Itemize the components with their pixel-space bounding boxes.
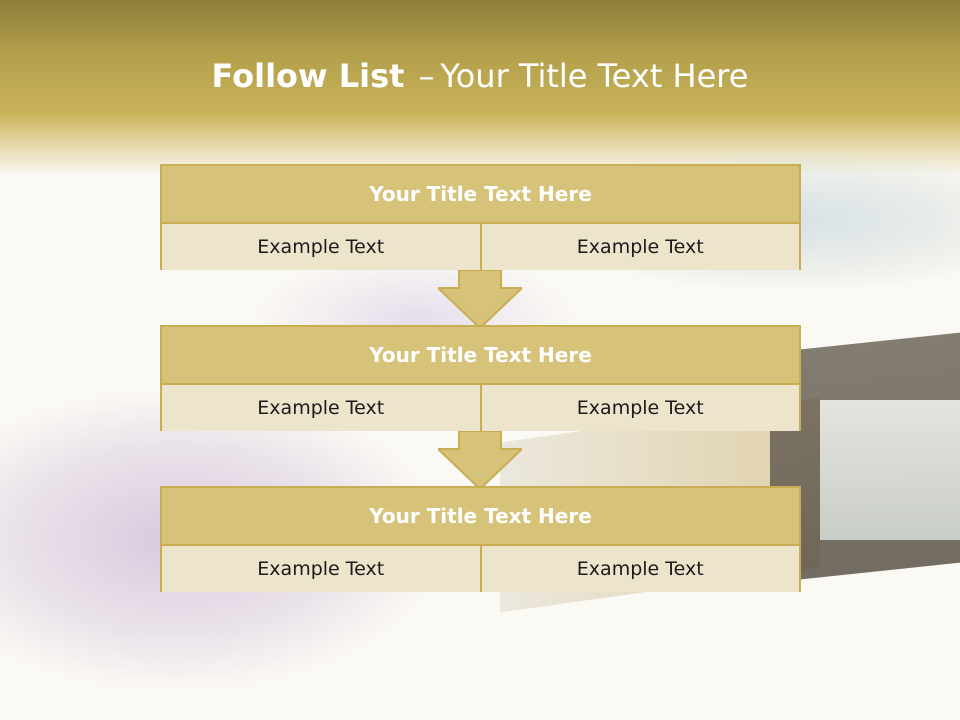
background-brush-tip (820, 400, 960, 540)
down-arrow-icon (438, 431, 522, 489)
step-block-3: Your Title Text Here Example Text Exampl… (160, 486, 801, 592)
step-block-1: Your Title Text Here Example Text Exampl… (160, 164, 801, 270)
step-cell-left: Example Text (257, 397, 385, 419)
title-rest: Your Title Text Here (440, 57, 749, 95)
step-row: Example Text Example Text (162, 546, 799, 592)
step-cell-right: Example Text (479, 224, 800, 270)
down-arrow-icon (438, 270, 522, 328)
step-cell-right: Example Text (479, 546, 800, 592)
step-block-2: Your Title Text Here Example Text Exampl… (160, 325, 801, 431)
step-row: Example Text Example Text (162, 385, 799, 431)
step-cell-left: Example Text (257, 236, 385, 258)
step-cell-left: Example Text (257, 558, 385, 580)
step-title: Your Title Text Here (162, 327, 799, 385)
title-bold: Follow List (211, 57, 405, 95)
step-cell-right: Example Text (479, 385, 800, 431)
slide-title: Follow List–Your Title Text Here (0, 54, 960, 98)
step-title: Your Title Text Here (162, 166, 799, 224)
step-title: Your Title Text Here (162, 488, 799, 546)
step-row: Example Text Example Text (162, 224, 799, 270)
title-dash: – (418, 57, 435, 95)
header-band (0, 0, 960, 175)
